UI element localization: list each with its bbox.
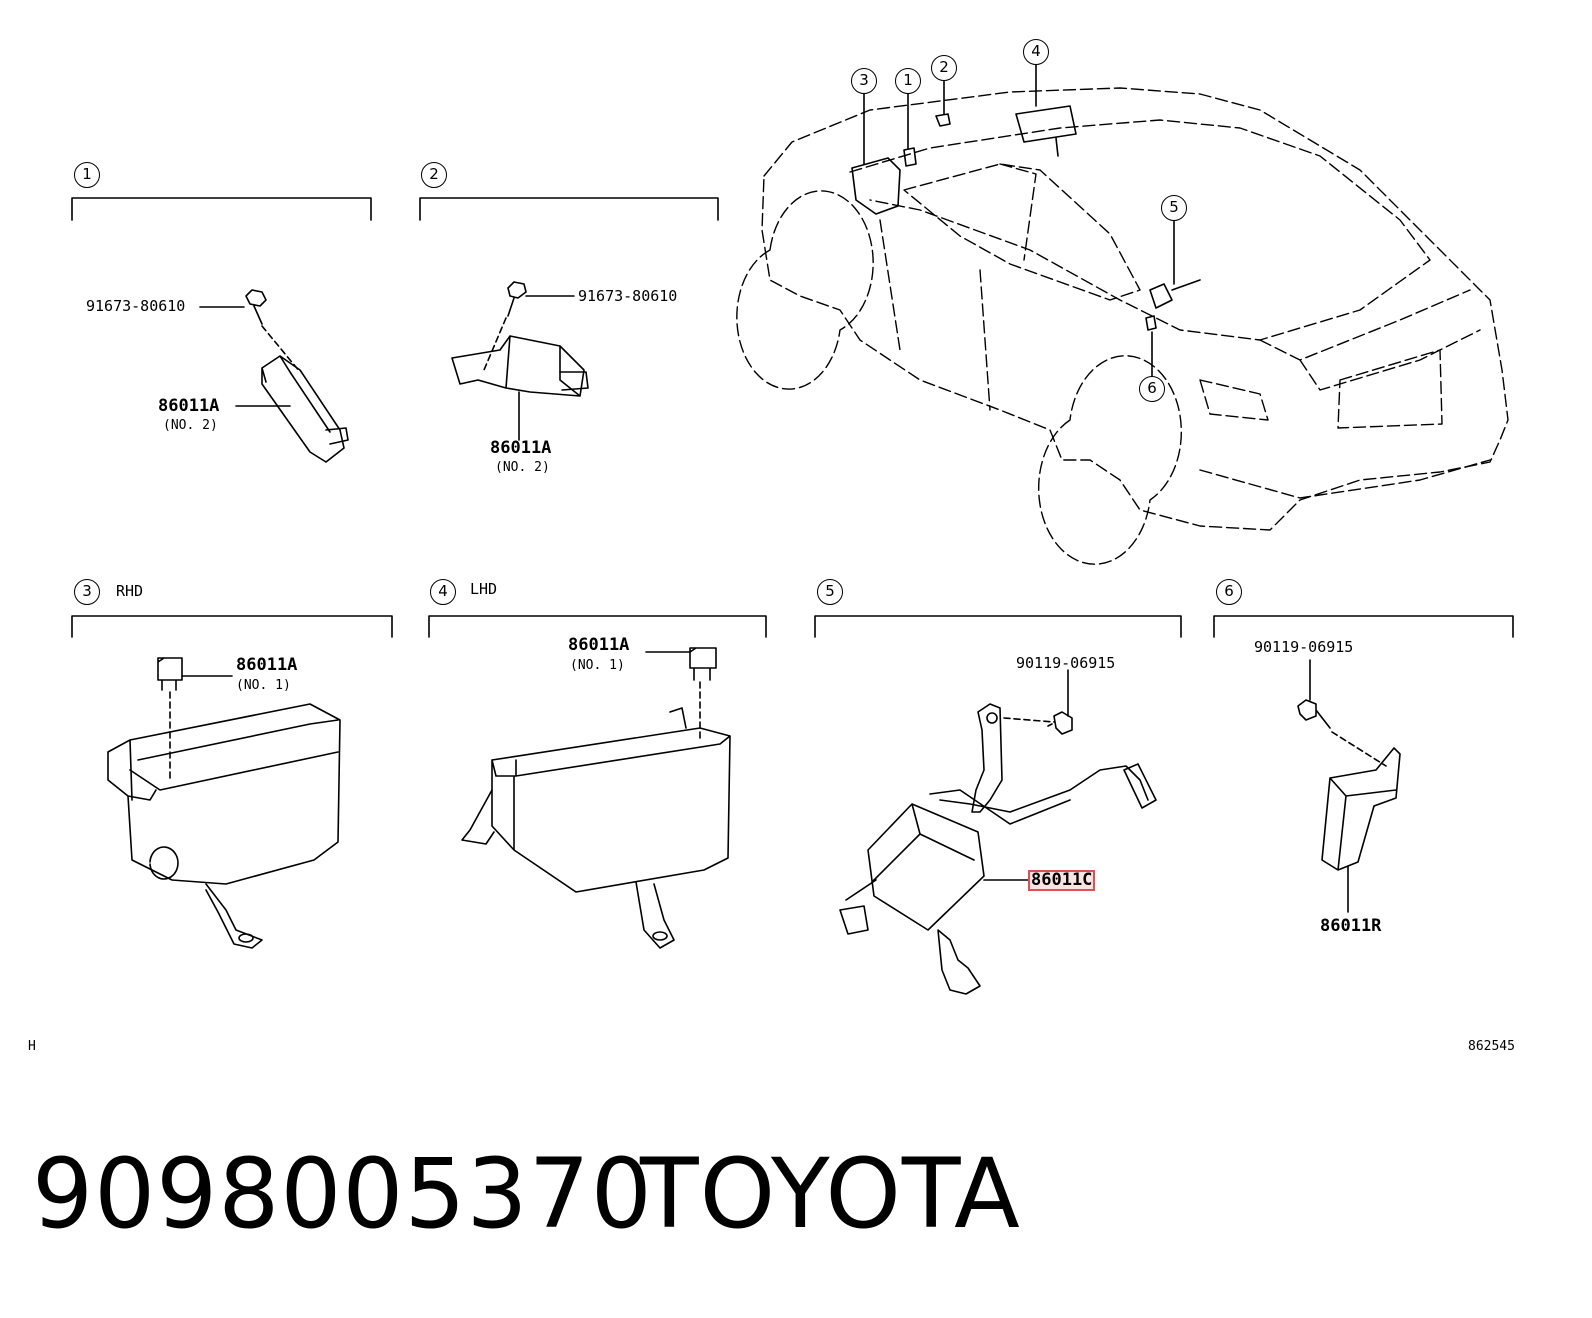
- part-label: 90119-06915: [1254, 638, 1354, 656]
- car-roofline: [849, 119, 1431, 341]
- car-drawing: [736, 87, 1509, 565]
- car-rear-wheel: [1038, 355, 1182, 565]
- part-label: 86011A: [236, 655, 298, 675]
- part-label: 86011A: [490, 438, 552, 458]
- car-callout-leaders: [863, 63, 1175, 377]
- part-note: (NO. 2): [163, 418, 218, 433]
- module-3-hole: [238, 933, 254, 943]
- section-2-drawing: [451, 281, 589, 441]
- part-label: 91673-80610: [86, 297, 186, 315]
- section-2-bracket: [419, 197, 719, 221]
- module-4: [491, 707, 731, 893]
- bolt-2: [507, 281, 527, 317]
- section-6-bracket: [1213, 615, 1514, 638]
- module-3-bracket: [205, 883, 263, 949]
- part-label: 91673-80610: [578, 287, 678, 305]
- section-3-tag: RHD: [116, 582, 144, 600]
- part-note: (NO. 2): [495, 460, 550, 475]
- bolt-6: [1297, 699, 1331, 729]
- car-windows: [903, 163, 1141, 301]
- car-module-5: [1149, 279, 1201, 309]
- section-6-drawing: [1297, 659, 1401, 913]
- sensor-2-connector: [559, 371, 589, 391]
- sensor-2: [451, 335, 585, 397]
- bracket-5: [971, 703, 1003, 813]
- car-module-2: [935, 113, 951, 127]
- car-front-wheel: [736, 190, 874, 390]
- part-number-caption: 9098005370: [32, 1138, 653, 1250]
- car-body-outline: [761, 87, 1509, 531]
- dash-6: [1331, 731, 1387, 767]
- car-trunk: [1259, 289, 1481, 391]
- sensor-4: [689, 647, 717, 681]
- sensor-1: [261, 355, 345, 463]
- section-4-drawing: [461, 647, 731, 949]
- section-4-tag: LHD: [470, 580, 498, 598]
- section-1-drawing: [199, 289, 349, 463]
- section-3-bracket: [71, 615, 393, 638]
- car-callout-3: 3: [851, 68, 877, 94]
- section-6-number: 6: [1216, 579, 1242, 605]
- car-callout-1: 1: [895, 68, 921, 94]
- highlighted-part-label[interactable]: 86011C: [1028, 870, 1096, 891]
- corner-code-right: 862545: [1468, 1039, 1515, 1054]
- module-4-flange: [461, 789, 495, 845]
- dash-5: [1003, 717, 1055, 723]
- car-module-4: [1015, 105, 1077, 157]
- corner-code-left: H: [28, 1039, 36, 1054]
- section-3-drawing: [107, 657, 341, 949]
- dash-1: [261, 325, 301, 373]
- section-5-drawing: [839, 669, 1157, 995]
- part-label: 86011A: [158, 396, 220, 416]
- module-5: [867, 803, 985, 931]
- brand-caption: TOYOTA: [640, 1138, 1021, 1250]
- part-note: (NO. 1): [236, 678, 291, 693]
- connector-5b: [839, 879, 877, 935]
- section-2-number: 2: [421, 162, 447, 188]
- car-bumper: [1199, 459, 1491, 499]
- sensor-6: [1321, 747, 1401, 871]
- harness-5: [929, 765, 1149, 825]
- car-module-6: [1145, 315, 1157, 331]
- section-5-number: 5: [817, 579, 843, 605]
- dash-2: [483, 317, 507, 371]
- part-label: 86011R: [1320, 916, 1382, 936]
- section-4-number: 4: [430, 579, 456, 605]
- car-module-3: [851, 157, 901, 215]
- bracket-5-hole: [986, 712, 998, 724]
- section-4-bracket: [428, 615, 767, 638]
- bolt-1: [245, 289, 267, 325]
- module-4-hole: [652, 931, 668, 941]
- car-door-line: [879, 219, 991, 411]
- section-1-number: 1: [74, 162, 100, 188]
- section-5-bracket: [814, 615, 1182, 638]
- module-4-bracket: [635, 881, 675, 949]
- car-modules: [851, 63, 1201, 377]
- connector-5c: [937, 929, 981, 995]
- part-label: 90119-06915: [1016, 654, 1116, 672]
- section-1-bracket: [71, 197, 372, 221]
- car-taillight: [1199, 349, 1443, 429]
- car-module-1: [903, 147, 917, 167]
- connector-5a: [1123, 763, 1157, 809]
- sensor-3: [157, 657, 183, 691]
- module-3: [107, 703, 341, 885]
- module-3-slot: [149, 846, 179, 880]
- section-3-number: 3: [74, 579, 100, 605]
- car-callout-2: 2: [931, 55, 957, 81]
- car-callout-4: 4: [1023, 39, 1049, 65]
- car-callout-6: 6: [1139, 376, 1165, 402]
- part-note: (NO. 1): [570, 658, 625, 673]
- car-callout-5: 5: [1161, 195, 1187, 221]
- part-label: 86011A: [568, 635, 630, 655]
- sensor-1-tab: [325, 427, 349, 445]
- bolt-5: [1047, 711, 1073, 735]
